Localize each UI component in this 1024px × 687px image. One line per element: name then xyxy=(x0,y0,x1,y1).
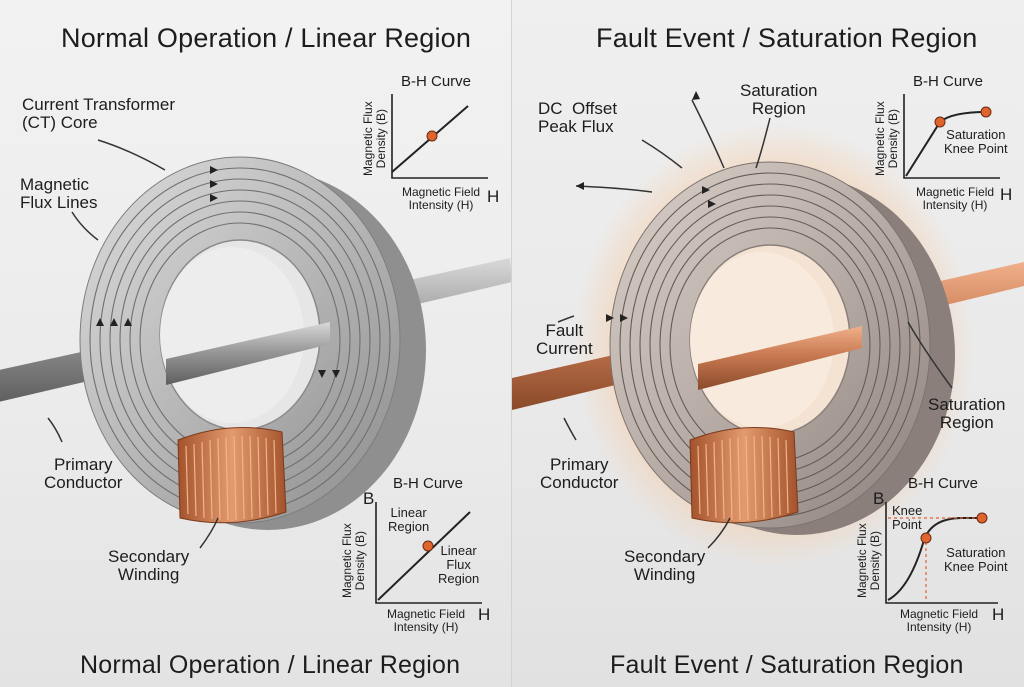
normal-operation-panel: Normal Operation / Linear Region Current… xyxy=(0,0,512,687)
operating-point-marker xyxy=(426,130,438,142)
fault-current-label: Fault Current xyxy=(536,321,593,359)
primary-conductor-label: Primary Conductor xyxy=(44,455,123,493)
bh-b-letter-bottom: B xyxy=(363,489,375,508)
page-title-bottom-right: Fault Event / Saturation Region xyxy=(610,651,964,679)
fault-event-panel: Fault Event / Saturation Region DC Offse… xyxy=(512,0,1024,687)
page-title-bottom-left: Normal Operation / Linear Region xyxy=(80,651,461,679)
bh-curve-bottom-saturation xyxy=(885,502,998,604)
flux-arrow-icon xyxy=(96,166,340,378)
bh-h-letter-bottom: H xyxy=(478,605,491,624)
knee-point-label: Knee Point xyxy=(892,503,923,533)
saturation-point-marker xyxy=(976,512,988,524)
secondary-winding-coil xyxy=(177,427,287,524)
bh-y-axis-label-top: Magnetic Flux Density (B) xyxy=(361,101,388,176)
bh-x-axis-label-bottom: Magnetic Field Intensity (H) xyxy=(387,607,466,634)
bh-x-axis-label-bottom: Magnetic Field Intensity (H) xyxy=(900,607,979,634)
saturation-knee-point-label-top: Saturation Knee Point xyxy=(944,127,1008,157)
arrow-icon xyxy=(47,139,219,549)
secondary-winding-coil xyxy=(689,427,799,524)
bh-x-axis-label-top: Magnetic Field Intensity (H) xyxy=(402,185,481,212)
linear-point-marker xyxy=(422,540,434,552)
page-title-top-left: Normal Operation / Linear Region xyxy=(61,23,472,53)
arrow-icon xyxy=(557,99,953,549)
bh-curve-top-saturation xyxy=(903,94,1000,179)
dc-offset-peak-flux-label: DC Offset Peak Flux xyxy=(538,99,618,137)
bh-curve-title-top: B-H Curve xyxy=(401,73,472,90)
bh-curve-title-bottom: B-H Curve xyxy=(393,475,464,492)
bh-curve-title-bottom: B-H Curve xyxy=(908,475,979,492)
knee-point-marker xyxy=(934,116,946,128)
bh-curve-bottom-linear xyxy=(375,502,482,604)
arrow-icon xyxy=(576,91,700,190)
saturation-region-side-label: Saturation Region xyxy=(928,395,1006,433)
bh-h-letter-top: H xyxy=(487,187,500,206)
bh-x-axis-label-top: Magnetic Field Intensity (H) xyxy=(916,185,995,212)
bh-h-letter-bottom: H xyxy=(992,605,1005,624)
flux-arrow-icon xyxy=(606,186,716,322)
secondary-winding-label: Secondary Winding xyxy=(108,547,190,585)
normal-ct-illustration xyxy=(0,94,512,604)
saturation-region-top-label: Saturation Region xyxy=(740,81,818,119)
bh-y-axis-label-top: Magnetic Flux Density (B) xyxy=(873,101,900,176)
bh-y-axis-label-bottom: Magnetic Flux Density (B) xyxy=(340,523,367,598)
page-title-top-right: Fault Event / Saturation Region xyxy=(596,23,978,53)
linear-flux-region-label: Linear Flux Region xyxy=(438,543,480,587)
magnetic-flux-lines-label: Magnetic Flux Lines xyxy=(20,175,98,213)
linear-region-label: Linear Region xyxy=(388,505,430,535)
bh-curve-top-linear xyxy=(391,94,488,179)
saturation-point-marker xyxy=(980,106,992,118)
bh-y-axis-label-bottom: Magnetic Flux Density (B) xyxy=(855,523,882,598)
saturation-knee-point-label-bottom: Saturation Knee Point xyxy=(944,545,1008,575)
bh-h-letter-top: H xyxy=(1000,185,1013,204)
bh-curve-title-top: B-H Curve xyxy=(913,73,984,90)
fault-ct-illustration xyxy=(512,91,1024,604)
bh-b-letter-bottom: B xyxy=(873,489,885,508)
secondary-winding-label: Secondary Winding xyxy=(624,547,706,585)
primary-conductor-label: Primary Conductor xyxy=(540,455,619,493)
knee-point-marker xyxy=(920,532,932,544)
ct-core-label: Current Transformer (CT) Core xyxy=(22,95,176,133)
